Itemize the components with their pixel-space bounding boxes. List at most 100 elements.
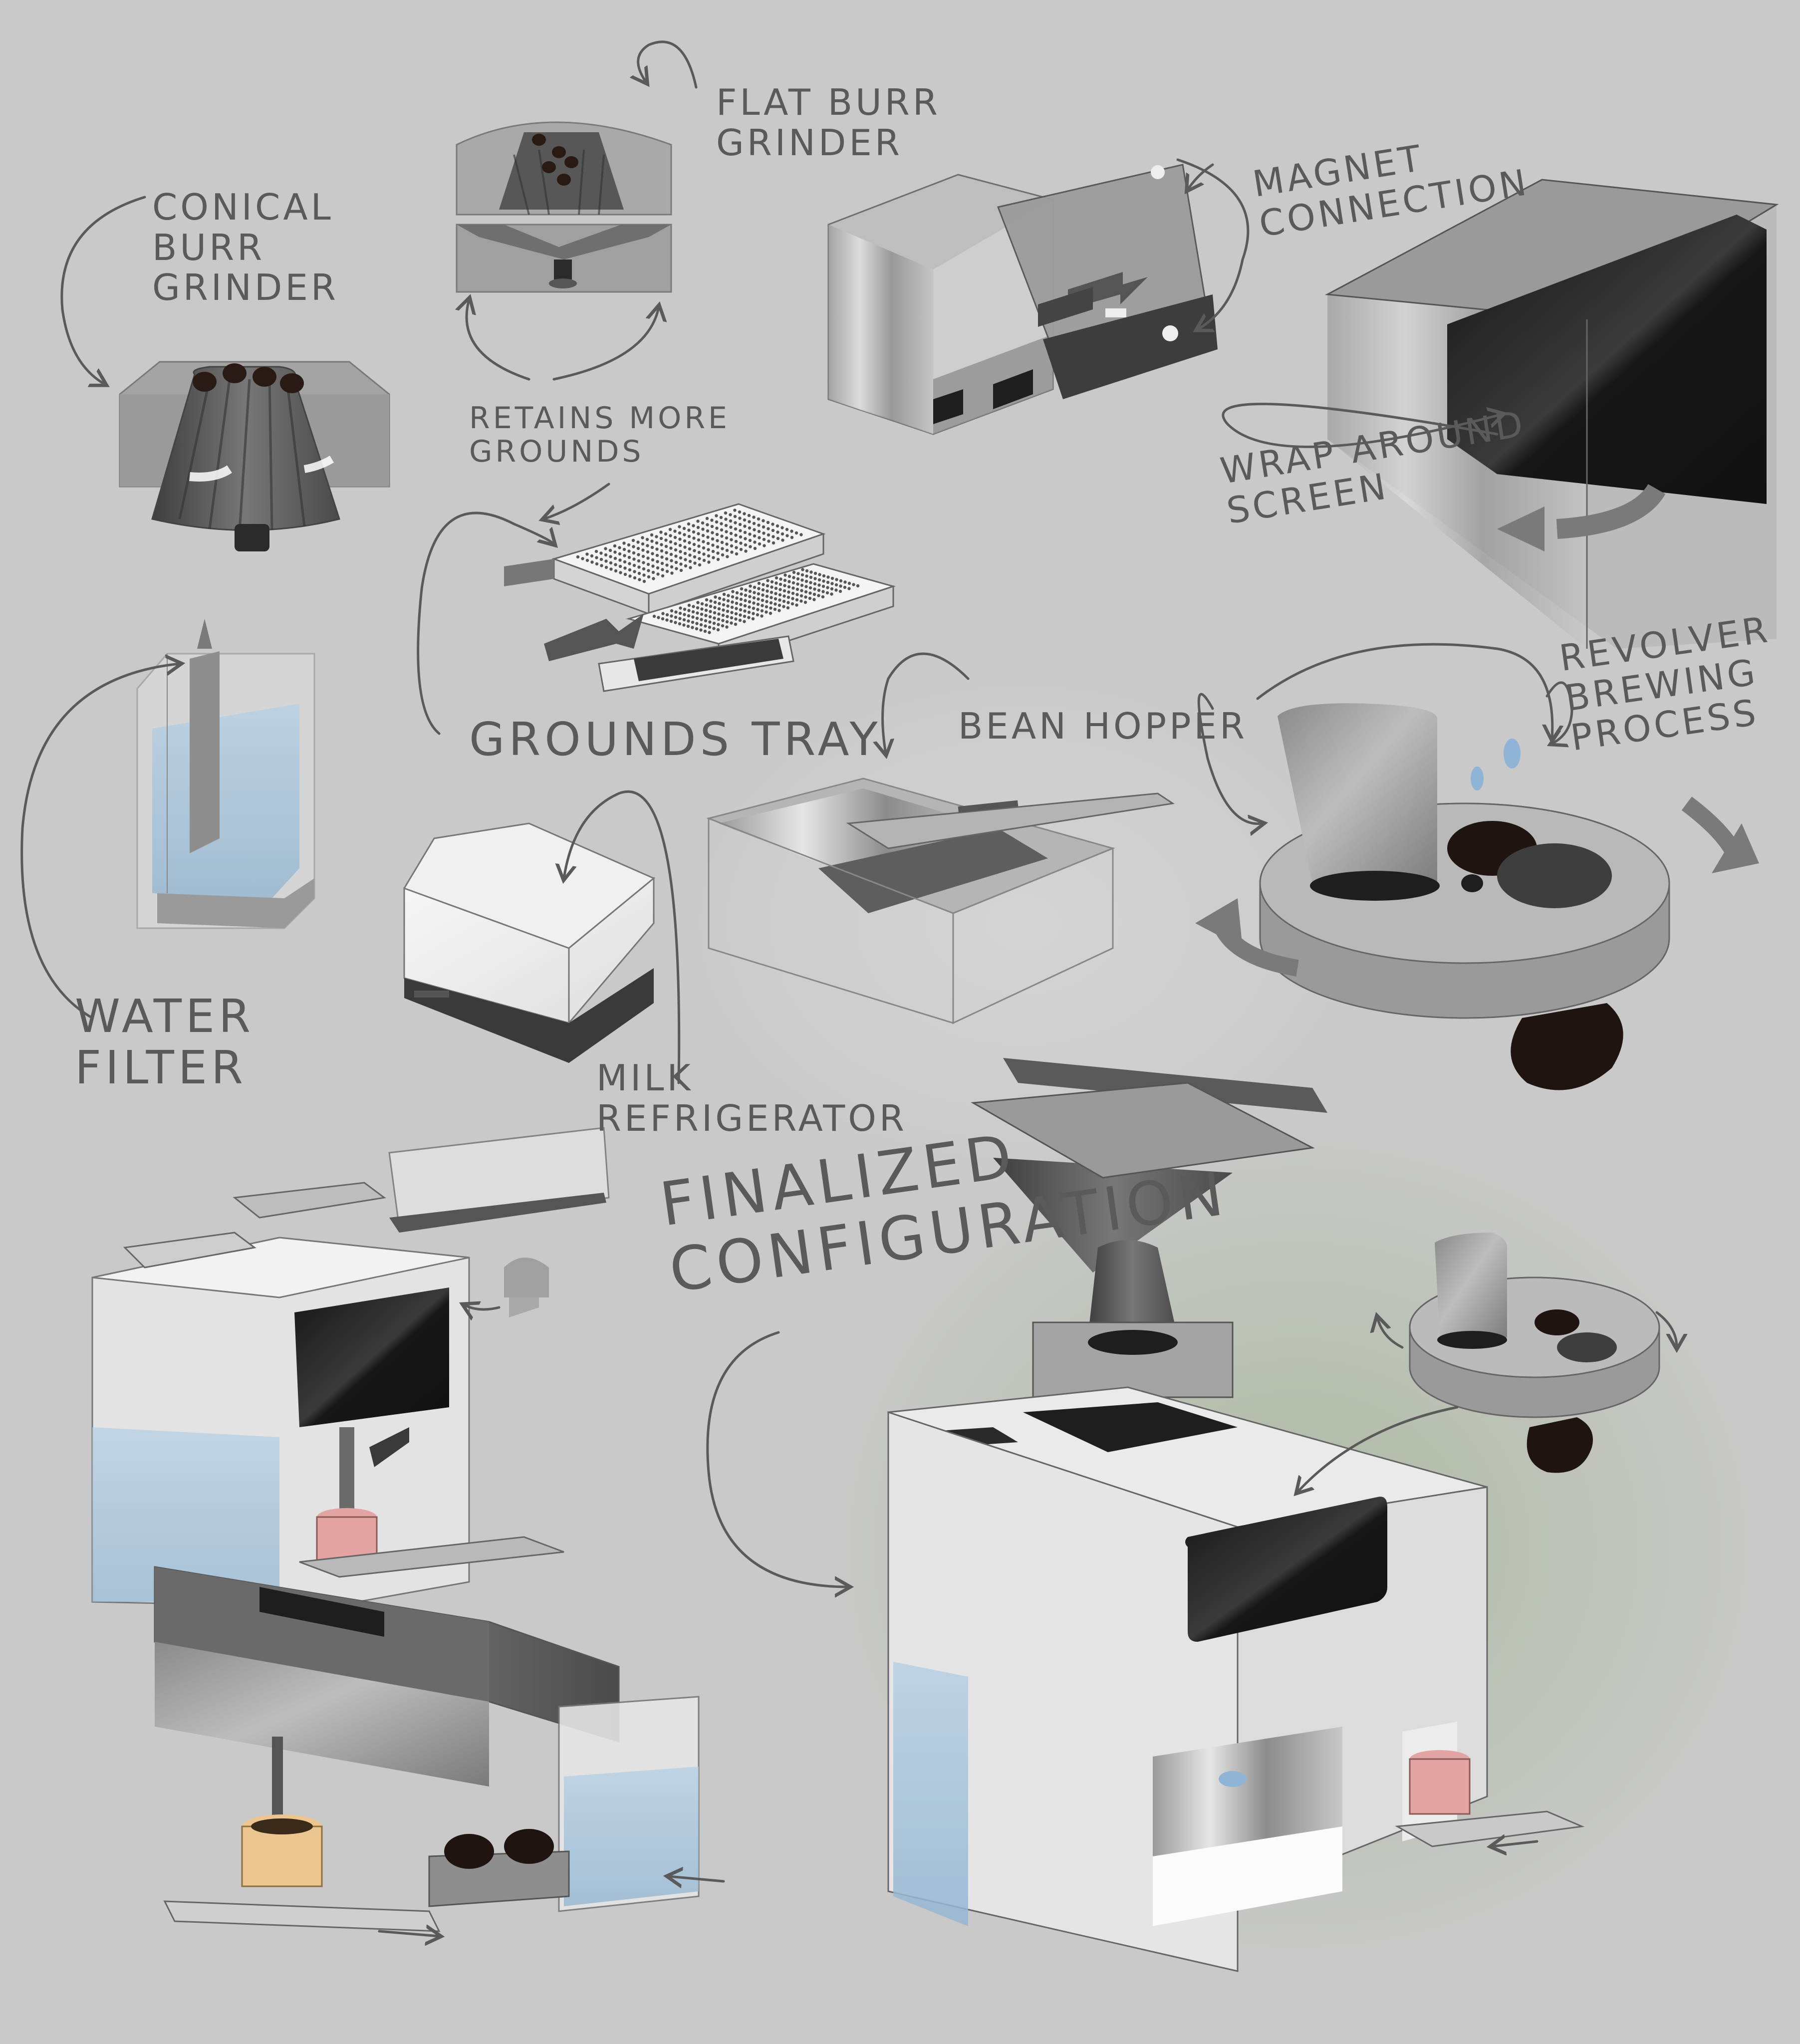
tray-hole bbox=[724, 523, 728, 527]
tray-hole bbox=[609, 561, 613, 565]
tray-hole bbox=[771, 528, 775, 532]
tray-hole bbox=[752, 596, 756, 600]
tray-hole bbox=[771, 535, 775, 538]
tray-hole bbox=[637, 565, 641, 569]
tray-hole bbox=[697, 550, 701, 554]
tray-hole bbox=[752, 601, 756, 605]
tray-hole bbox=[748, 538, 752, 542]
tray-hole bbox=[651, 552, 654, 555]
tray-hole bbox=[726, 604, 730, 608]
flat-burr-grinder bbox=[456, 121, 672, 293]
tray-hole bbox=[710, 524, 714, 528]
tray-hole bbox=[670, 609, 674, 613]
tray-hole bbox=[800, 583, 804, 587]
tray-hole bbox=[636, 546, 640, 550]
tray-hole bbox=[641, 554, 645, 558]
tray-hole bbox=[735, 607, 738, 610]
tray-hole bbox=[722, 598, 726, 601]
tray-hole bbox=[839, 584, 842, 588]
tray-hole bbox=[767, 527, 770, 530]
tray-hole bbox=[679, 556, 683, 560]
tray-hole bbox=[791, 581, 795, 585]
tray-hole bbox=[618, 552, 622, 556]
label-grounds-tray: GROUNDS TRAY bbox=[469, 713, 882, 766]
tray-hole bbox=[678, 622, 682, 626]
tray-hole bbox=[627, 549, 631, 553]
tray-hole bbox=[765, 600, 769, 603]
tray-hole bbox=[695, 627, 699, 631]
tray-hole bbox=[725, 625, 729, 629]
tray-hole bbox=[642, 567, 646, 571]
tray-hole bbox=[661, 612, 665, 615]
tray-hole bbox=[642, 561, 645, 564]
tray-hole bbox=[692, 524, 695, 527]
tray-hole bbox=[812, 592, 816, 596]
tray-hole bbox=[585, 552, 589, 556]
tray-hole bbox=[670, 571, 674, 575]
tray-hole bbox=[692, 605, 695, 608]
tray-hole bbox=[646, 556, 650, 560]
tray-hole bbox=[839, 579, 843, 583]
tray-hole bbox=[818, 573, 821, 576]
tray-hole bbox=[744, 543, 748, 547]
tray-hole bbox=[585, 558, 589, 562]
tray-hole bbox=[661, 574, 665, 578]
tray-hole bbox=[796, 577, 800, 581]
tray-hole bbox=[795, 593, 799, 596]
tray-hole bbox=[708, 631, 711, 634]
tray-hole bbox=[725, 536, 729, 540]
tray-hole bbox=[707, 554, 711, 558]
tray-hole bbox=[748, 589, 752, 593]
tray-hole bbox=[709, 599, 713, 603]
tray-hole bbox=[711, 543, 715, 547]
tray-hole bbox=[702, 558, 706, 562]
tray-hole bbox=[729, 525, 733, 529]
tray-hole bbox=[698, 563, 702, 567]
tray-hole bbox=[595, 562, 599, 566]
tray-hole bbox=[693, 549, 696, 552]
tray-hole bbox=[725, 530, 728, 533]
tray-hole bbox=[761, 588, 765, 592]
tray-hole bbox=[708, 625, 712, 629]
tray-hole bbox=[717, 607, 721, 611]
tray-hole bbox=[817, 583, 821, 587]
tray-hole bbox=[604, 559, 608, 563]
tray-hole bbox=[651, 570, 655, 574]
tray-hole bbox=[710, 518, 714, 522]
tray-hole bbox=[717, 623, 720, 626]
tray-hole bbox=[688, 553, 692, 557]
tray-hole bbox=[628, 568, 632, 572]
tray-hole bbox=[734, 527, 738, 531]
tray-hole bbox=[767, 533, 771, 537]
tray-hole bbox=[847, 587, 851, 590]
tray-hole bbox=[735, 591, 739, 595]
tray-hole bbox=[779, 577, 782, 581]
tray-hole bbox=[758, 536, 761, 539]
tray-hole bbox=[739, 608, 743, 612]
tray-hole bbox=[637, 553, 640, 556]
tray-hole bbox=[739, 613, 742, 617]
tray-hole bbox=[783, 578, 787, 582]
small-revolver bbox=[1409, 1233, 1660, 1473]
tray-hole bbox=[744, 599, 747, 602]
tray-hole bbox=[687, 619, 690, 623]
tray-hole bbox=[729, 519, 733, 523]
tray-hole bbox=[716, 539, 719, 542]
tray-hole bbox=[687, 603, 691, 607]
tray-hole bbox=[682, 618, 686, 622]
tray-hole bbox=[696, 611, 699, 615]
tray-hole bbox=[783, 573, 787, 577]
tray-hole bbox=[698, 557, 701, 560]
tray-hole bbox=[699, 628, 703, 632]
tray-hole bbox=[826, 575, 830, 579]
tray-hole bbox=[762, 537, 766, 541]
tray-hole bbox=[774, 586, 778, 590]
tray-hole bbox=[724, 511, 728, 515]
tray-hole bbox=[752, 521, 756, 525]
tray-hole bbox=[791, 586, 795, 590]
milk-refrigerator bbox=[403, 822, 655, 1063]
tray-hole bbox=[734, 622, 738, 626]
tray-hole bbox=[725, 548, 729, 552]
label-conical-burr-grinder: CONICAL BURR GRINDER bbox=[152, 186, 339, 309]
tray-hole bbox=[727, 594, 730, 597]
